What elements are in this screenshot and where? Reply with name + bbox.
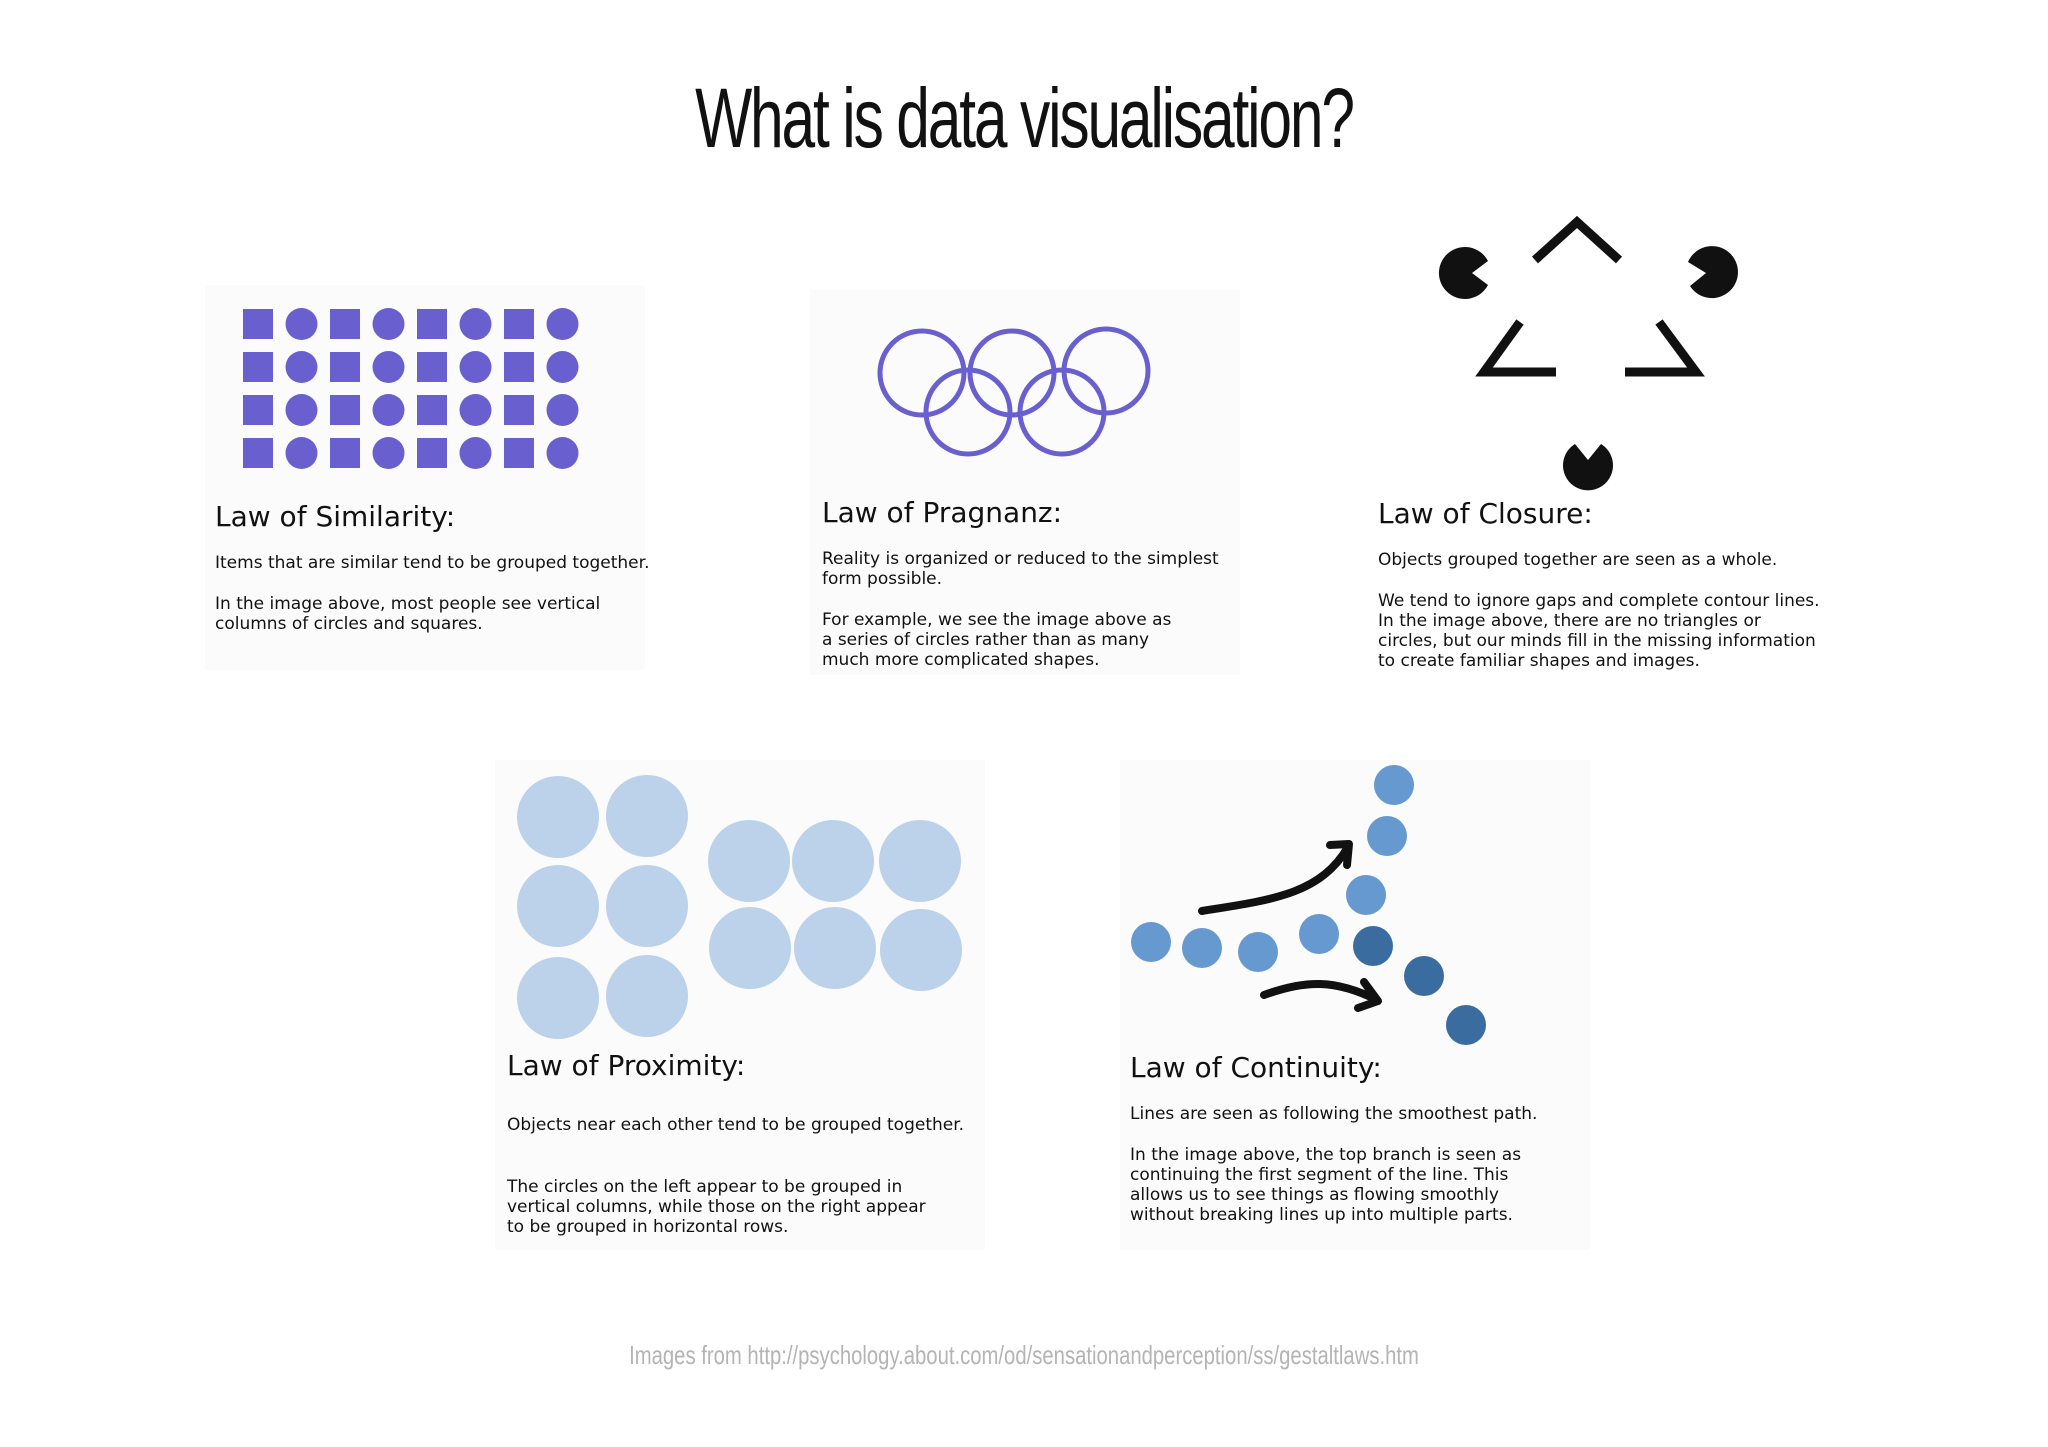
proximity-circle-right	[792, 820, 874, 902]
proximity-text-2: The circles on the left appear to be gro…	[507, 1177, 926, 1237]
ring-bottom-left	[923, 367, 1013, 457]
similarity-square	[243, 438, 273, 468]
similarity-square	[504, 395, 534, 425]
proximity-circle-right	[880, 909, 962, 991]
closure-chevron-top	[1531, 215, 1623, 264]
similarity-square	[330, 438, 360, 468]
proximity-circle-right	[879, 820, 961, 902]
similarity-circle	[459, 394, 492, 426]
continuity-dot	[1374, 765, 1414, 805]
similarity-panel	[205, 285, 645, 670]
similarity-square	[417, 438, 447, 468]
continuity-heading: Law of Continuity:	[1130, 1051, 1382, 1084]
proximity-circle-right	[794, 907, 876, 989]
slide-title: What is data visualisation?	[695, 71, 1355, 165]
similarity-circle	[546, 394, 579, 426]
similarity-circle	[546, 351, 579, 383]
continuity-dot	[1299, 914, 1339, 954]
pragnanz-panel	[810, 290, 1240, 675]
continuity-arrow-bottom	[1260, 979, 1381, 1004]
proximity-circle-left	[606, 865, 688, 947]
continuity-dot	[1346, 875, 1386, 915]
similarity-square	[417, 395, 447, 425]
similarity-circle	[285, 437, 318, 469]
closure-pacman-bottom	[1563, 444, 1613, 491]
continuity-dot	[1367, 816, 1407, 856]
closure-heading: Law of Closure:	[1378, 497, 1593, 530]
closure-corner-left	[1475, 319, 1556, 377]
similarity-circle	[546, 308, 579, 340]
closure-text-2: We tend to ignore gaps and complete cont…	[1378, 591, 1820, 671]
continuity-dot	[1404, 956, 1444, 996]
proximity-circle-right	[708, 820, 790, 902]
similarity-square	[417, 309, 447, 339]
proximity-circle-right	[709, 907, 791, 989]
similarity-square	[330, 309, 360, 339]
similarity-square	[330, 352, 360, 382]
similarity-circle	[546, 437, 579, 469]
similarity-circle	[285, 394, 318, 426]
continuity-arrow-top	[1198, 843, 1352, 915]
similarity-circle	[459, 308, 492, 340]
continuity-dot	[1182, 928, 1222, 968]
similarity-square	[417, 352, 447, 382]
continuity-text-1: Lines are seen as following the smoothes…	[1130, 1104, 1538, 1124]
proximity-circles-illustration	[517, 775, 962, 1039]
proximity-circle-left	[606, 955, 688, 1037]
closure-corner-right	[1625, 319, 1705, 377]
image-credit: Images from http://psychology.about.com/…	[629, 1340, 1419, 1370]
similarity-heading: Law of Similarity:	[215, 500, 456, 533]
closure-pacman-right	[1688, 246, 1738, 299]
closure-text-1: Objects grouped together are seen as a w…	[1378, 550, 1778, 570]
ring-bottom-right	[1017, 367, 1107, 457]
similarity-grid-illustration	[243, 308, 579, 469]
similarity-square	[504, 438, 534, 468]
similarity-circle	[372, 308, 405, 340]
similarity-circle	[372, 394, 405, 426]
closure-illustration	[1438, 215, 1738, 491]
pragnanz-rings-illustration	[877, 326, 1151, 457]
continuity-arrowhead-top	[1326, 840, 1353, 869]
pragnanz-heading: Law of Pragnanz:	[822, 496, 1063, 529]
similarity-square	[504, 352, 534, 382]
similarity-square	[243, 309, 273, 339]
similarity-circle	[372, 351, 405, 383]
proximity-circle-left	[517, 776, 599, 858]
similarity-text-1: Items that are similar tend to be groupe…	[215, 553, 650, 573]
closure-pacman-left	[1438, 247, 1488, 299]
continuity-dot	[1446, 1005, 1486, 1045]
pragnanz-text-2: For example, we see the image above as a…	[822, 610, 1172, 670]
continuity-panel	[1120, 760, 1590, 1250]
proximity-heading: Law of Proximity:	[507, 1049, 746, 1082]
similarity-circle	[285, 351, 318, 383]
similarity-square	[243, 395, 273, 425]
continuity-dot	[1131, 922, 1171, 962]
proximity-text-1: Objects near each other tend to be group…	[507, 1115, 965, 1135]
continuity-illustration	[1131, 765, 1486, 1045]
similarity-square	[330, 395, 360, 425]
ring-top-left	[877, 328, 967, 418]
similarity-circle	[459, 351, 492, 383]
similarity-circle	[285, 308, 318, 340]
proximity-circle-left	[606, 775, 688, 857]
proximity-circle-left	[517, 957, 599, 1039]
continuity-dot	[1353, 926, 1393, 966]
continuity-dot	[1238, 932, 1278, 972]
similarity-text-2: In the image above, most people see vert…	[215, 594, 601, 634]
continuity-text-2: In the image above, the top branch is se…	[1130, 1145, 1522, 1225]
pragnanz-text-1: Reality is organized or reduced to the s…	[822, 549, 1219, 589]
continuity-arrowhead-bottom	[1354, 978, 1382, 1012]
similarity-square	[243, 352, 273, 382]
similarity-circle	[459, 437, 492, 469]
proximity-circle-left	[517, 865, 599, 947]
similarity-square	[504, 309, 534, 339]
similarity-circle	[372, 437, 405, 469]
